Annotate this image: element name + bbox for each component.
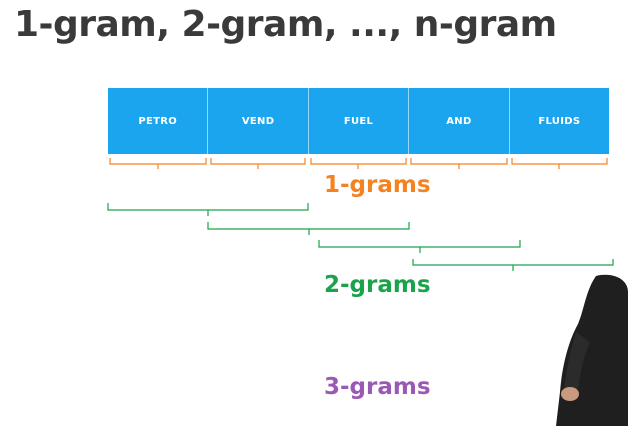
two-gram-bracket-3 [318,240,521,253]
three-gram-label: 3-grams [324,374,431,400]
token-petro: PETRO [108,88,209,154]
token-and: AND [409,88,510,154]
one-gram-bracket-3 [310,158,407,169]
presenter-arm [564,332,590,392]
slide-title: 1-gram, 2-gram, ..., n-gram [14,4,557,45]
one-gram-brackets [109,158,608,169]
token-strip: PETRO VEND FUEL AND FLUIDS [108,88,609,154]
one-gram-bracket-5 [511,158,608,169]
one-gram-bracket-2 [210,158,306,169]
two-gram-label: 2-grams [324,272,431,298]
two-gram-bracket-2 [207,222,410,235]
one-gram-bracket-1 [109,158,207,169]
presenter-figure [556,274,628,426]
two-gram-bracket-4 [412,259,614,271]
presenter-body [556,274,628,426]
one-gram-label: 1-grams [324,172,431,198]
token-fuel: FUEL [309,88,410,154]
two-gram-brackets [107,203,614,271]
two-gram-bracket-1 [107,203,309,216]
token-fluids: FLUIDS [538,115,581,127]
token-vend: VEND [208,88,309,154]
one-gram-bracket-4 [410,158,508,169]
presenter-hand [561,387,579,401]
